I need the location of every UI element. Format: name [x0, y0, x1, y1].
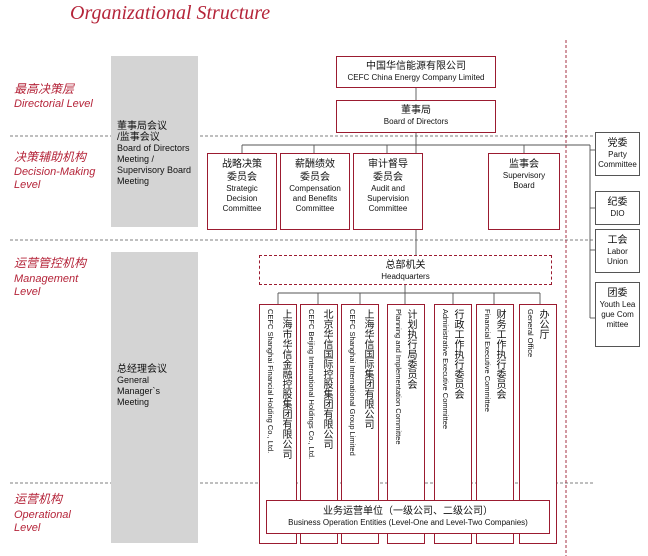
- level-2-zh: 决策辅助机构: [14, 150, 87, 164]
- headquarters-box: 总部机关 Headquarters: [259, 255, 552, 285]
- general-meeting-bar: [111, 252, 198, 543]
- level-3-zh: 运营管控机构: [14, 256, 87, 270]
- level-1-zh: 最高决策层: [14, 82, 75, 96]
- level-2-en: Decision-Making Level: [14, 166, 96, 191]
- business-operations-box: 业务运营单位（一级公司、二级公司） Business Operation Ent…: [266, 500, 550, 534]
- board-meeting-label: 董事局会议 /监事会议 Board of Directors Meeting /…: [117, 121, 192, 186]
- page-title: Organizational Structure: [70, 2, 271, 24]
- company-box: 中国华信能源有限公司 CEFC China Energy Company Lim…: [336, 56, 496, 88]
- level-3-en: Management Level: [14, 273, 79, 298]
- general-meeting-label: 总经理会议 General Manager`s Meeting: [117, 364, 167, 407]
- labor-union-box: 工会 Labor Union: [595, 229, 640, 273]
- board-of-directors-box: 董事局 Board of Directors: [336, 100, 496, 133]
- level-4-zh: 运营机构: [14, 492, 63, 506]
- compensation-committee-box: 薪酬绩效委员会 Compensation and Benefits Commit…: [280, 153, 350, 230]
- audit-committee-box: 审计督导委员会 Audit and Supervision Committee: [353, 153, 423, 230]
- level-1-en: Directorial Level: [14, 98, 93, 110]
- supervisory-board-box: 监事会 Supervisory Board: [488, 153, 560, 230]
- dio-box: 纪委 DIO: [595, 191, 640, 225]
- level-4-en: Operational Level: [14, 509, 71, 534]
- board-meeting-bar: [111, 56, 198, 227]
- youth-league-box: 团委 Youth League Committee: [595, 282, 640, 347]
- strategic-committee-box: 战略决策委员会 Strategic Decision Committee: [207, 153, 277, 230]
- party-committee-box: 党委 Party Committee: [595, 132, 640, 176]
